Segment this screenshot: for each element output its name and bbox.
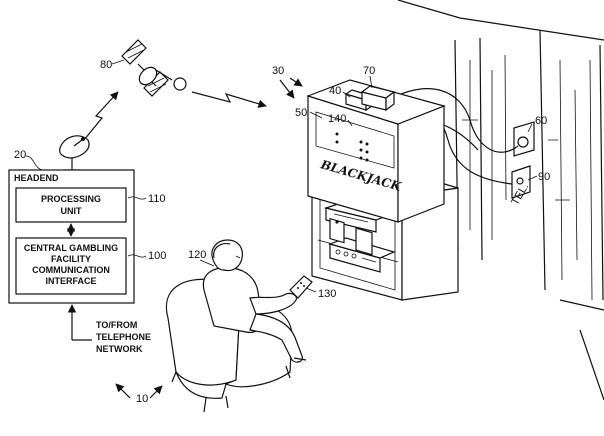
label-phone-jack: 90	[538, 171, 550, 183]
card-pips	[335, 132, 369, 162]
gambling-interface-box	[15, 237, 127, 295]
viewer-in-armchair	[165, 239, 307, 413]
label-cable-box: 40	[329, 85, 341, 97]
satellite-dish	[59, 135, 90, 171]
phone-jack	[511, 165, 531, 199]
label-tv: 30	[272, 65, 284, 77]
satellite-tv-signal	[191, 91, 267, 108]
label-system: 10	[136, 393, 148, 405]
telephone-line-1: TO/FROM	[96, 320, 137, 330]
label-headend: 20	[14, 149, 26, 161]
gambling-line-3: COMMUNICATION	[32, 265, 110, 275]
label-game-display: 140	[328, 113, 346, 125]
processing-unit-box	[15, 187, 127, 223]
label-processing-unit: 110	[148, 193, 166, 205]
label-wall-outlet: 60	[535, 115, 547, 127]
gambling-line-1: CENTRAL GAMBLING	[24, 243, 118, 253]
wall-outlet	[513, 121, 535, 157]
satellite	[121, 39, 187, 97]
processing-unit-line-1: PROCESSING	[41, 194, 101, 204]
top-unit	[360, 85, 396, 112]
telephone-line-3: NETWORK	[96, 344, 143, 354]
wall	[397, 0, 604, 401]
label-screen: 50	[295, 107, 307, 119]
dish-satellite-signal	[83, 91, 119, 141]
remote-control	[289, 275, 313, 299]
label-top-unit: 70	[363, 65, 375, 77]
telephone-line-2: TELEPHONE	[96, 332, 151, 342]
label-gambling-interface: 100	[148, 250, 166, 262]
processing-unit-line-2: UNIT	[61, 206, 82, 216]
label-remote: 130	[318, 288, 336, 300]
card-2	[355, 227, 373, 256]
label-viewer: 120	[188, 249, 206, 261]
label-satellite: 80	[100, 59, 112, 71]
gambling-line-4: INTERFACE	[45, 276, 96, 286]
headend-title: HEADEND	[14, 173, 59, 183]
gambling-line-2: FACILITY	[51, 254, 91, 264]
